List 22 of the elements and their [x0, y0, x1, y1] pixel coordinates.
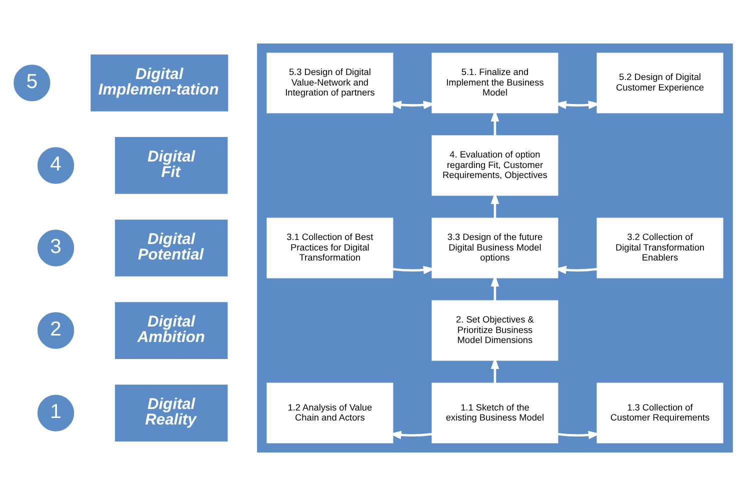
node-circle: 3: [34, 226, 77, 270]
node-box: 1.2 Analysis of Value Chain and Actors: [266, 382, 394, 444]
node-box: Digital Implemen-tation: [90, 54, 228, 112]
node-box: Digital Ambition: [114, 302, 228, 359]
node-box: 2. Set Objectives & Prioritize Business Model Dimensions: [432, 300, 558, 361]
node-box: 3.3 Design of the future Digital Business Model options: [432, 218, 558, 278]
node-box: 3.1 Collection of Best Practices for Digital Transformation: [266, 218, 394, 278]
node-circle: 2: [34, 309, 77, 352]
node-circle: 4: [34, 144, 77, 187]
node-box: 4. Evaluation of option regarding Fit, Customer Requirements, Objectives: [432, 135, 558, 196]
node-circle: 5: [10, 62, 54, 104]
cluster: [257, 44, 733, 452]
node-box: Digital Potential: [114, 220, 228, 276]
node-box: 5.1. Finalize and Implement the Business Model: [432, 52, 558, 114]
node-box: 5.3 Design of Digital Value-Network and Integration of partners: [266, 52, 394, 114]
node-box: 1.3 Collection of Customer Requirements: [596, 382, 724, 444]
node-circle: 1: [34, 392, 77, 434]
node-box: 3.2 Collection of Digital Transformation Enablers: [596, 218, 724, 278]
node-box: Digital Reality: [114, 384, 228, 442]
node-box: 1.1 Sketch of the existing Business Model: [432, 382, 558, 444]
node-box: Digital Fit: [114, 137, 228, 194]
node-box: 5.2 Design of Digital Customer Experience: [596, 52, 724, 114]
